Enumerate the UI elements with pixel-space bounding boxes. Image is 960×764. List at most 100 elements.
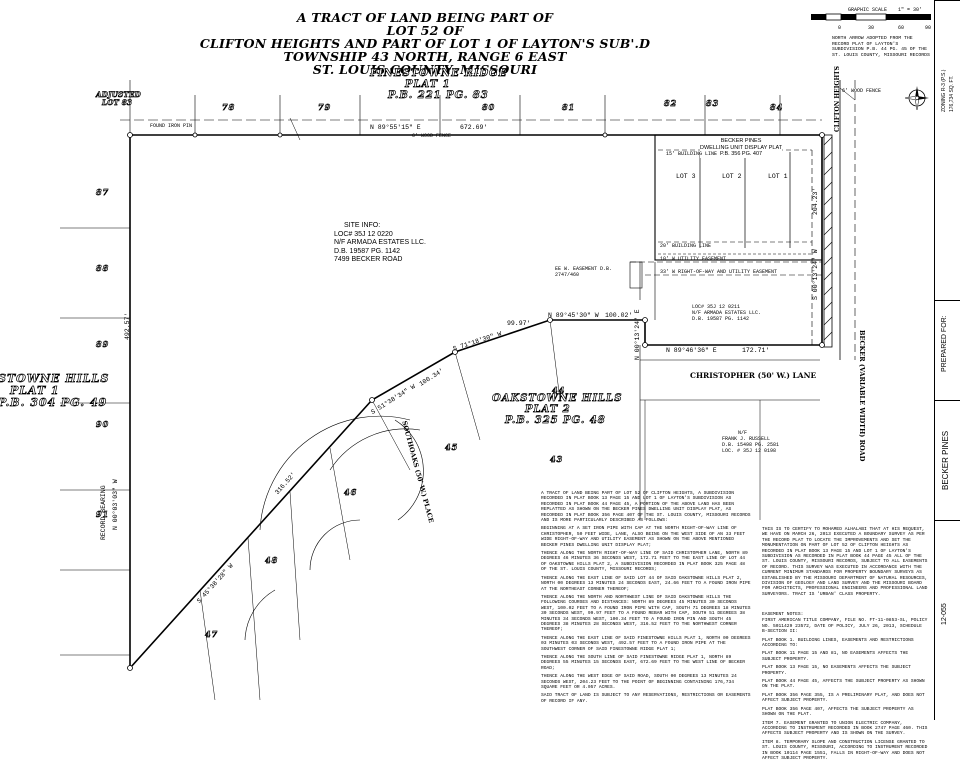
project-number: 12-055 [941,603,948,625]
russell-loc: LOC. # 35J 12 0198 [722,448,777,454]
building-line-20: 20' BUILDING LINE [660,243,712,249]
scale-tick-90: 90 [925,25,932,31]
graphic-scale-label: GRAPHIC SCALE [848,7,888,13]
legal-para-6: THENCE ALONG THE EAST LINE OF SAID FINES… [541,635,751,652]
north-arrow-note: NORTH ARROW ADOPTED FROM THE RECORD PLAT… [832,36,930,58]
wood-fence-north: 6' WOOD FENCE [412,133,452,139]
left-lot-90: 90 [96,419,110,429]
area-label: 176,734 SQ. FT. [949,75,955,112]
oakstowne-hills-book: P.B. 325 PG. 48 [505,415,606,427]
east-line-bearing: S 00°13'24" W [812,249,819,300]
oak-line-distance-2: 99.97' [507,320,531,327]
title-line-3: CLIFTON HEIGHTS AND PART OF LOT 1 OF LAY… [199,36,651,51]
legal-para-7: THENCE ALONG THE SOUTH LINE OF SAID FINE… [541,654,745,671]
top-lot-82: 82 [664,98,678,108]
record-bearing-label: RECORD BEARING [100,485,107,540]
easement-note-3: PLAT BOOK 11 PAGE 15 AND 81, NO EASEMENT… [762,651,909,662]
legal-para-4: THENCE ALONG THE EAST LINE OF SAID LOT 4… [541,575,751,592]
site-info-block: SITE INFO: LOC# 35J 12 0220 N/F ARMADA E… [334,222,426,265]
adjusted-lot-line2: LOT 83 [102,98,133,108]
title-block-cell-project [935,400,960,521]
legal-para-2: BEGINNING AT A SET IRON PIPE WITH CAP AT… [541,526,745,548]
easement-note-7: PLAT BOOK 356 PAGE 407, AFFECTS THE SUBJ… [762,706,914,718]
wood-fence-east: 6' WOOD FENCE [842,88,882,94]
lot-43: 43 [550,454,564,464]
left-lot-89: 89 [96,339,110,349]
easement-note-6: PLAT BOOK 356 PAGE 355, IS A PRELIMINARY… [762,692,925,704]
graphic-scale-bar [811,13,931,21]
finestowne-ridge-book: P.B. 221 PG. 83 [388,90,489,102]
easement-heading: EASEMENT NOTES: [762,612,804,617]
top-lot-84: 84 [770,102,784,112]
graphic-scale-ratio: 1" = 30' [898,7,923,13]
sub-parcel-deed: D.B. 19587 PG. 1142 [692,316,750,322]
oak-line-distance: 100.02' [605,312,633,319]
sub-parcel-loc: LOC# 35J 12 0211 [692,304,741,310]
title-line-4: TOWNSHIP 43 NORTH, RANGE 6 EAST [283,49,567,64]
certification-text: THIS IS TO CERTIFY TO MOHAMED ALHALABI T… [762,527,928,597]
becker-road-label: BECKER (VARIABLE WIDTH) ROAD [858,330,866,462]
title-block-cell-top [935,0,960,121]
lot-44: 44 [552,385,566,395]
finestowne-hills-plat: PLAT 1 [10,384,60,398]
russell-deed: D.B. 15498 PG. 2581 [722,442,780,448]
finestowne-hills-name: STOWNE HILLS [0,372,110,386]
legal-para-3: THENCE ALONG THE NORTH RIGHT-OF-WAY LINE… [541,551,748,573]
legal-para-5: THENCE ALONG THE NORTH AND NORTHWEST LIN… [541,594,751,633]
north-line-bearing: N 89°55'15" E [370,124,421,131]
north-arrow-icon [904,86,929,111]
legal-description: A TRACT OF LAND BEING PART OF LOT 52 OF … [541,491,751,707]
top-lot-80: 80 [482,102,496,112]
lot-48: 48 [265,555,279,565]
short-line-bearing: N 00°13'24" E [634,309,641,360]
ee-easement-label: EE W. EASEMENT D.B. 2747/460 [555,266,613,278]
becker-pines-parcel [654,134,823,261]
easement-note-5: PLAT BOOK 44 PAGE 45, AFFECTS THE SUBJEC… [762,679,925,690]
site-info-owner: N/F ARMADA ESTATES LLC. [334,239,426,246]
finestowne-hills-book: P.B. 304 PG. 49 [0,396,108,410]
clifton-heights-label: CLIFTON HEIGHTS [834,66,841,132]
title-block-strip: ZONING R-3 (P.S.) 176,734 SQ. FT. PREPAR… [934,0,960,720]
scale-tick-0: 0 [838,25,842,31]
top-lot-79: 79 [318,102,332,112]
becker-pines-line3: P.B. 356 PG. 407 [720,151,763,157]
easement-note-2: PLAT BOOK 1. BUILDING LINES, EASEMENTS A… [762,637,914,649]
top-lot-81: 81 [562,102,576,112]
oakstowne-hills-name: OAKSTOWNE HILLS [492,393,623,405]
legal-para-9: SAID TRACT OF LAND IS SUBJECT TO ANY RES… [541,693,751,704]
west-line-distance: 492.57' [124,312,131,340]
left-lot-88: 88 [96,263,110,273]
becker-pines-line2: DWELLING UNIT DISPLAY PLAT [700,144,783,151]
plat-drawing [60,80,856,701]
title-line-2: LOT 52 OF [386,23,464,38]
east-line-distance: 204.23' [812,187,819,215]
south-line-distance: 172.71' [742,347,770,354]
lot-45: 45 [445,442,459,452]
top-lot-83: 83 [706,98,720,108]
south-line-bearing: N 89°46'36" E [666,347,717,354]
prepared-for-label: PREPARED FOR: [941,315,948,372]
west-line-bearing: N 00°03'03" W [112,479,119,530]
title-block-cell-bottom [935,520,960,721]
oakstowne-hills-plat: PLAT 2 [525,404,571,416]
project-name: BECKER PINES [941,430,950,490]
easement-note-8: ITEM 7. EASEMENT GRANTED TO UNION ELECTR… [762,720,928,737]
plat-title: A TRACT OF LAND BEING PART OF LOT 52 OF … [190,11,660,76]
becker-lot-2: LOT 2 [722,173,742,180]
russell-name: FRANK J. RUSSELL [722,436,771,442]
easement-note-9: ITEM 8. TEMPORARY SLOPE AND CONSTRUCTION… [762,739,928,761]
becker-lot-3: LOT 3 [676,173,696,180]
zoning-label: ZONING R-3 (P.S.) [941,69,947,112]
easement-notes: EASEMENT NOTES: FIRST AMERICAN TITLE COM… [762,612,930,764]
utility-easement-label: 10' W UTILITY EASEMENT [660,256,727,262]
becker-lot-1: LOT 1 [768,173,788,180]
site-info-heading: SITE INFO: [344,222,381,229]
christopher-lane-label: CHRISTOPHER (50' W.) LANE [690,371,817,380]
becker-pines-line1: BECKER PINES [720,138,762,144]
lot-47: 47 [205,629,219,639]
legal-para-8: THENCE ALONG THE WEST EDGE OF SAID ROAD,… [541,674,737,690]
becker-pines-label: BECKER PINES DWELLING UNIT DISPLAY PLAT … [700,138,783,158]
title-line-1: A TRACT OF LAND BEING PART OF [296,10,554,25]
site-info-loc: LOC# 35J 12 0220 [334,230,393,238]
